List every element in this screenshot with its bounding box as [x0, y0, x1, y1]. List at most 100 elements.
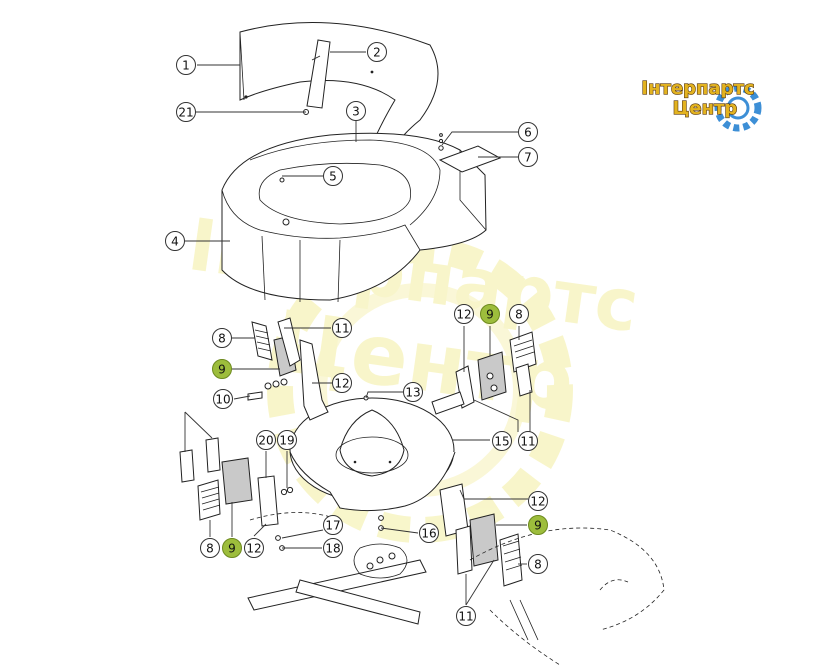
callout-number: 21	[178, 106, 193, 120]
callout-c-17: 17	[323, 515, 343, 535]
callout-c-11a: 11	[332, 318, 352, 338]
callout-circle	[200, 538, 220, 558]
part-lower-right-vane-group	[439, 483, 523, 587]
callout-circle	[212, 328, 232, 348]
callout-circle	[244, 538, 264, 558]
leader-lines	[184, 51, 531, 606]
callout-number: 11	[520, 435, 535, 449]
callout-c-18: 18	[323, 538, 343, 558]
callout-c-12d: 12	[528, 491, 548, 511]
callout-c-2: 2	[367, 42, 387, 62]
callout-circle	[346, 101, 366, 121]
part-hopper-body	[221, 132, 487, 303]
callout-number: 12	[334, 377, 349, 391]
callout-circle	[492, 431, 512, 451]
callout-number: 8	[515, 308, 523, 322]
callout-number: 18	[325, 542, 340, 556]
callout-number: 17	[325, 519, 340, 533]
logo-line2: Центр	[673, 98, 738, 119]
callout-circle	[528, 491, 548, 511]
callout-number: 11	[458, 610, 473, 624]
callout-number: 5	[329, 170, 337, 184]
callout-circle	[332, 318, 352, 338]
callout-c-20: 20	[256, 430, 276, 450]
callout-circle	[176, 55, 196, 75]
callout-circle	[528, 554, 548, 574]
callout-c-9b: 9	[480, 304, 500, 324]
callout-circle	[419, 523, 439, 543]
callout-c-12c: 12	[244, 538, 264, 558]
callout-c-12a: 12	[332, 373, 352, 393]
callout-number: 10	[215, 393, 230, 407]
callout-c-9a: 9	[212, 359, 232, 379]
callout-c-8a: 8	[212, 328, 232, 348]
callout-number: 8	[218, 332, 226, 346]
callout-number: 15	[494, 435, 509, 449]
part-bracket-strip	[306, 39, 331, 109]
callout-number: 3	[352, 105, 360, 119]
callout-c-4: 4	[165, 231, 185, 251]
callout-number: 12	[246, 542, 261, 556]
callout-c-5: 5	[323, 166, 343, 186]
callout-number: 8	[206, 542, 214, 556]
callout-circle	[480, 304, 500, 324]
company-logo: Інтерпартс Центр	[641, 77, 762, 132]
callout-circle	[323, 538, 343, 558]
callout-circle	[456, 606, 476, 626]
callout-number: 19	[279, 434, 294, 448]
callout-number: 9	[534, 519, 542, 533]
callout-circle	[509, 304, 529, 324]
callout-number: 11	[334, 322, 349, 336]
callout-c-1: 1	[176, 55, 196, 75]
callout-number: 16	[421, 527, 436, 541]
callout-number: 1	[182, 59, 190, 73]
callout-number: 4	[171, 235, 179, 249]
part-lower-left-vane-group	[179, 437, 384, 551]
callout-c-8b: 8	[509, 304, 529, 324]
part-spinner-disc	[289, 395, 456, 512]
callout-circle	[176, 102, 196, 122]
callout-circle	[323, 515, 343, 535]
callout-circle	[518, 147, 538, 167]
callout-number: 9	[218, 363, 226, 377]
callout-number: 2	[373, 46, 381, 60]
callout-c-13: 13	[403, 382, 423, 402]
callout-circle	[165, 231, 185, 251]
callout-circle	[222, 538, 242, 558]
callout-c-3: 3	[346, 101, 366, 121]
callout-number: 12	[530, 495, 545, 509]
callout-number: 20	[258, 434, 273, 448]
callout-circle	[323, 166, 343, 186]
callout-circle	[403, 382, 423, 402]
callout-circle	[332, 373, 352, 393]
callout-c-9c: 9	[222, 538, 242, 558]
callout-number: 13	[405, 386, 420, 400]
callout-circle	[528, 515, 548, 535]
callout-circle	[518, 431, 538, 451]
callout-c-8c: 8	[200, 538, 220, 558]
callout-c-21: 21	[176, 102, 196, 122]
callout-c-8d: 8	[528, 554, 548, 574]
callout-c-12b: 12	[454, 304, 474, 324]
callout-circle	[212, 359, 232, 379]
logo-line1: Інтерпартс	[641, 78, 754, 99]
callout-circle	[213, 389, 233, 409]
part-right-vane-group	[431, 331, 537, 415]
callout-circle	[367, 42, 387, 62]
callout-circle	[454, 304, 474, 324]
callout-circle	[256, 430, 276, 450]
callout-circle	[277, 430, 297, 450]
callout-number: 7	[524, 151, 532, 165]
callout-number: 12	[456, 308, 471, 322]
callout-c-10: 10	[213, 389, 233, 409]
callout-c-19: 19	[277, 430, 297, 450]
callout-c-7: 7	[518, 147, 538, 167]
gear-icon	[714, 84, 762, 132]
callout-number: 9	[228, 542, 236, 556]
callout-number: 6	[524, 126, 532, 140]
callout-c-11d: 11	[456, 606, 476, 626]
callout-number: 9	[486, 308, 494, 322]
callout-c-16: 16	[419, 523, 439, 543]
